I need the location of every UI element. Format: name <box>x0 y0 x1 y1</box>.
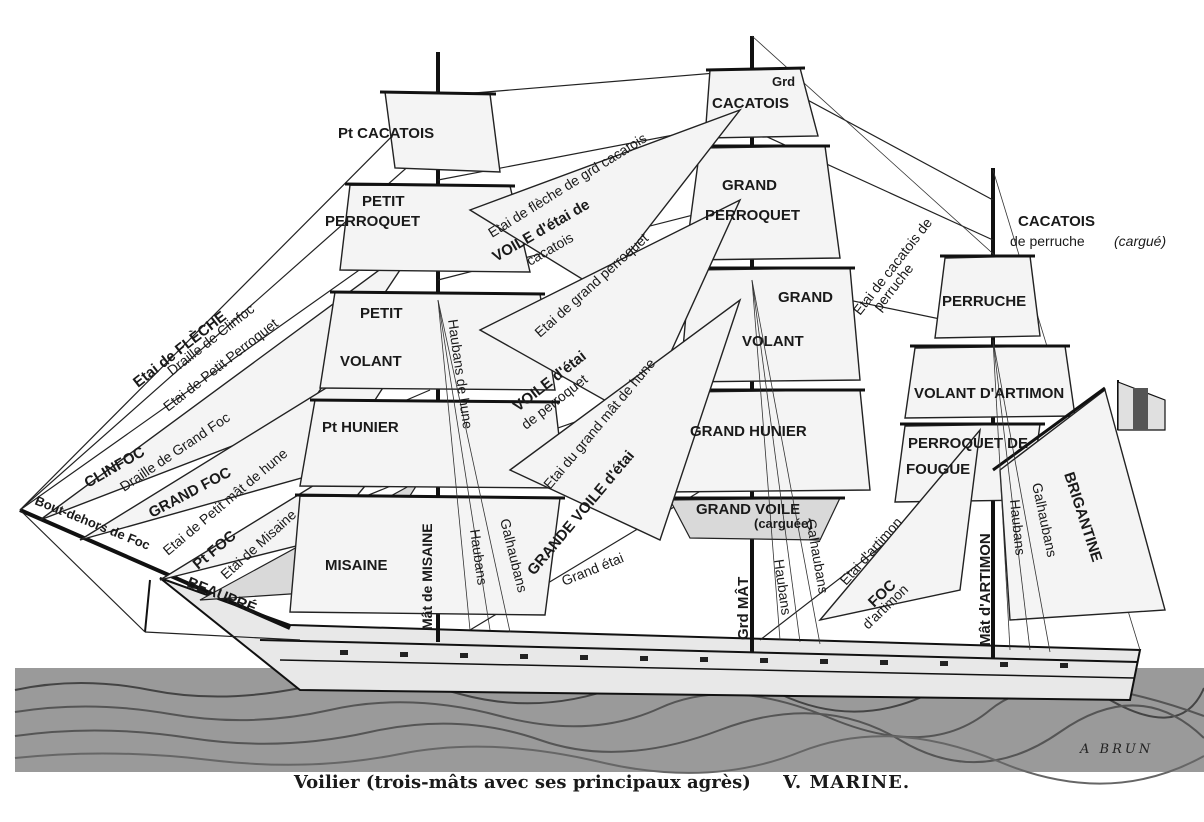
grd-cacatois-label-1: Grd <box>772 74 795 89</box>
grand-volant-label-1: GRAND <box>778 289 833 306</box>
pt-hunier-label: Pt HUNIER <box>322 419 399 436</box>
grand-perroquet-label-1: GRAND <box>722 177 777 194</box>
mat-misaine-label: Mât de MISAINE <box>419 523 435 630</box>
flag <box>1117 380 1166 431</box>
grd-mat-label: Grd MÂT <box>734 577 752 640</box>
staysails <box>468 108 981 622</box>
grand-volant-label-2: VOLANT <box>742 333 804 350</box>
cacatois-perruche-label-1: CACATOIS <box>1018 213 1095 230</box>
mat-artimon-label: Mât d'ARTIMON <box>977 533 994 646</box>
perroquet-fougue-label-1: PERROQUET DE <box>908 435 1028 452</box>
petit-volant-label-1: PETIT <box>360 305 403 322</box>
hull <box>159 577 1142 702</box>
artist-signature: A BRUN <box>1080 742 1154 757</box>
cargue-italic-label: (cargué) <box>1114 233 1166 249</box>
petit-perroquet-label-1: PETIT <box>362 193 405 210</box>
perroquet-fougue-label-2: FOUGUE <box>906 461 970 478</box>
grand-etai-label: Grand étai <box>559 549 626 588</box>
petit-perroquet-label-2: PERROQUET <box>325 213 420 230</box>
galhaubans-2-label: Galhaubans <box>803 518 832 595</box>
cargue-label: (carguée) <box>754 516 813 531</box>
shrouds <box>437 279 1051 653</box>
volant-artimon-label: VOLANT D'ARTIMON <box>914 385 1064 402</box>
grand-voile-label: GRAND VOILE <box>696 501 800 518</box>
perruche-label: PERRUCHE <box>942 293 1026 310</box>
bowsprit <box>19 508 301 641</box>
fore-sails <box>289 90 566 616</box>
caption-main: Voilier (trois-mâts avec ses principaux … <box>293 772 751 793</box>
haubans-3-label: Haubans <box>1007 499 1029 556</box>
grand-perroquet-label-2: PERROQUET <box>705 207 800 224</box>
haubans-1-label: Haubans <box>467 528 491 586</box>
cacatois-perruche-label-2: de perruche <box>1010 233 1085 249</box>
caption-reference: V. MARINE. <box>783 772 911 793</box>
etai-cacatois-perruche-label-1: Etai de cacatois de <box>850 215 936 318</box>
grd-cacatois-label-2: CACATOIS <box>712 95 789 112</box>
grand-hunier-label: GRAND HUNIER <box>690 423 807 440</box>
pt-cacatois-label: Pt CACATOIS <box>338 125 434 142</box>
misaine-label: MISAINE <box>325 557 388 574</box>
petit-volant-label-2: VOLANT <box>340 353 402 370</box>
haubans-2-label: Haubans <box>771 558 795 616</box>
figure-caption: Voilier (trois-mâts avec ses principaux … <box>0 772 1204 793</box>
